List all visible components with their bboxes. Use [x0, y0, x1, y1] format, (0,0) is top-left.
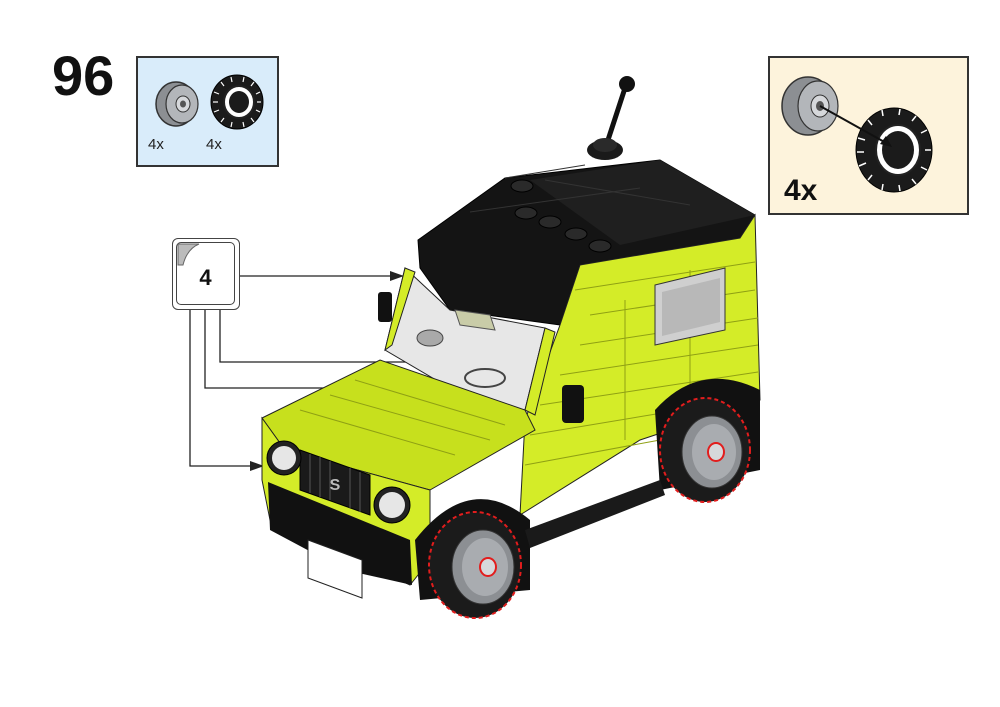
callout-step-number: 4	[199, 265, 212, 290]
wheel-rim-part	[155, 81, 199, 127]
callout-reference-box: 4	[172, 238, 240, 310]
roof	[417, 159, 756, 326]
parts-list-box: 4x 4x	[136, 56, 279, 167]
windshield	[384, 267, 556, 416]
front-face: S	[261, 416, 431, 599]
body-side	[519, 213, 761, 516]
hood	[261, 359, 536, 491]
step-number: 96	[52, 44, 115, 107]
callout-inner-frame: 4	[176, 242, 235, 305]
grille-emblem: S	[330, 477, 341, 494]
front-wheel	[415, 499, 530, 619]
subassembly-box: 4x	[768, 56, 969, 215]
subassembly-multiplier: 4x	[784, 174, 818, 207]
wheel-rim-quantity: 4x	[148, 136, 164, 153]
side-mirrors	[378, 292, 584, 423]
antenna	[587, 76, 635, 160]
tire-part	[210, 74, 264, 130]
tire-quantity: 4x	[206, 136, 222, 153]
side-skirt	[525, 480, 665, 548]
page-curl-icon	[177, 243, 200, 266]
rear-wheel	[655, 378, 760, 503]
subassembly-diagram	[781, 76, 933, 193]
